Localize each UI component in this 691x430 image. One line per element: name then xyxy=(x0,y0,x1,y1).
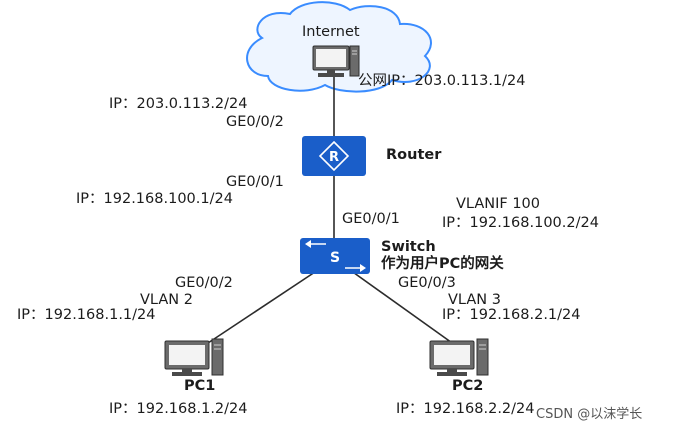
switch-name: Switch xyxy=(381,239,436,255)
switch-role: 作为用户PC的网关 xyxy=(381,256,504,272)
router-icon-letter: R xyxy=(329,150,339,165)
right-link-vlan: VLAN 3 xyxy=(448,292,501,308)
switch-icon: S xyxy=(300,238,370,274)
router-icon: R xyxy=(302,136,366,176)
router-upper-interface: GE0/0/2 xyxy=(226,114,284,130)
switch-vlanif-ip: IP：192.168.100.2/24 xyxy=(442,215,599,231)
left-link-port: GE0/0/2 xyxy=(175,275,233,291)
link-switch-pc1 xyxy=(204,269,319,346)
pc1-ip: IP：192.168.1.2/24 xyxy=(109,401,248,417)
internet-computer-icon xyxy=(312,45,360,77)
pc1-computer-icon xyxy=(164,338,224,376)
router-lower-ip: IP：192.168.100.1/24 xyxy=(76,191,233,207)
pc2-name: PC2 xyxy=(452,378,484,394)
pc2-ip: IP：192.168.2.2/24 xyxy=(396,401,535,417)
watermark: CSDN @以沫学长 xyxy=(536,407,643,422)
left-link-vlan: VLAN 2 xyxy=(140,292,193,308)
internet-label: Internet xyxy=(302,24,360,40)
pc2-computer-icon xyxy=(429,338,489,376)
left-link-ip: IP：192.168.1.1/24 xyxy=(17,307,156,323)
right-link-port: GE0/0/3 xyxy=(398,275,456,291)
link-switch-pc2 xyxy=(349,269,456,346)
switch-icon-letter: S xyxy=(330,250,340,266)
router-upper-ip: IP：203.0.113.2/24 xyxy=(109,96,248,112)
router-name: Router xyxy=(386,147,442,163)
switch-vlanif: VLANIF 100 xyxy=(456,196,540,212)
router-lower-interface: GE0/0/1 xyxy=(226,174,284,190)
links xyxy=(204,72,456,346)
switch-uplink-interface: GE0/0/1 xyxy=(342,211,400,227)
right-link-ip: IP：192.168.2.1/24 xyxy=(442,307,581,323)
internet-public-ip: 公网IP：203.0.113.1/24 xyxy=(358,73,526,89)
pc1-name: PC1 xyxy=(184,378,216,394)
